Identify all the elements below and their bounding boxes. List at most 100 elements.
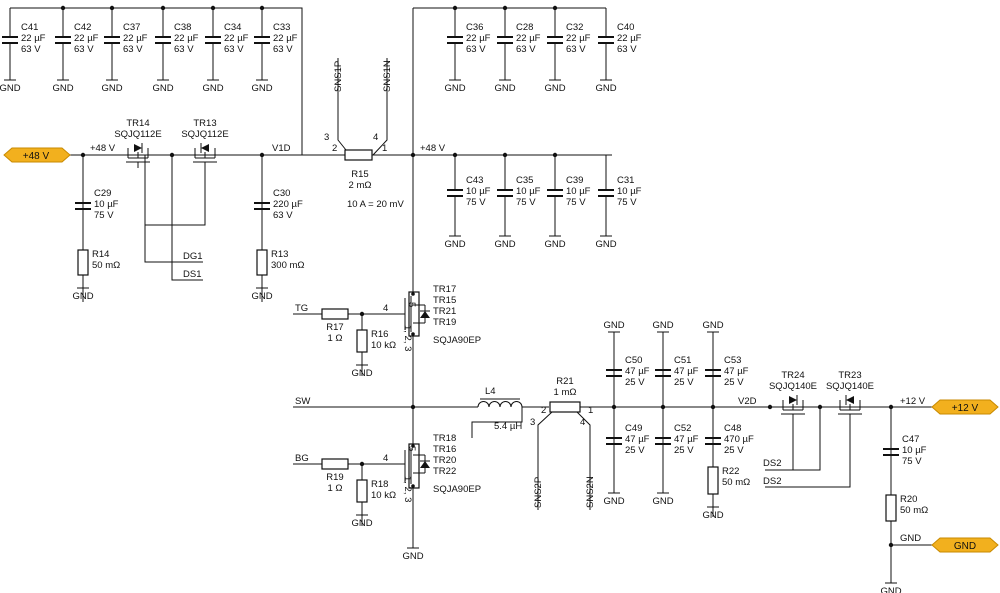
resistor-value: 2 mΩ xyxy=(349,180,372,191)
ground-symbol: GND xyxy=(652,487,674,507)
resistor-value: 300 mΩ xyxy=(271,260,305,271)
net-label-ds2-b: DS2 xyxy=(763,476,781,487)
capacitor-value: 22 µF xyxy=(466,33,491,44)
resistor-value: 10 kΩ xyxy=(371,490,396,501)
ground-label: GND xyxy=(101,83,122,94)
input-port-label: +48 V xyxy=(23,151,50,162)
ground-symbol: GND xyxy=(52,74,74,94)
ground-label: GND xyxy=(595,83,616,94)
pin-r15-4: 4 xyxy=(373,132,378,143)
resistor-value: 1 mΩ xyxy=(554,387,577,398)
resistor-name: R14 xyxy=(92,249,109,260)
ground-symbol: GND xyxy=(603,487,625,507)
capacitor-value: 47 µF xyxy=(674,366,699,377)
capacitor-voltage: 25 V xyxy=(625,377,645,388)
pin-r15-2: 2 xyxy=(332,143,337,154)
inductor-l4: L4 5.4 µH xyxy=(477,386,523,432)
capacitor-value: 22 µF xyxy=(174,33,199,44)
capacitor-voltage: 63 V xyxy=(174,44,194,55)
ground-label: GND xyxy=(251,83,272,94)
hs-fet-name-2: TR15 xyxy=(433,295,456,306)
ls-fet-name-3: TR20 xyxy=(433,455,456,466)
capacitor-value: 10 µF xyxy=(566,186,591,197)
ground-symbol: GND xyxy=(351,359,373,379)
resistor-name: R19 xyxy=(326,472,343,483)
ground-symbol: GND xyxy=(251,282,273,302)
capacitor-voltage: 25 V xyxy=(674,377,694,388)
wiring xyxy=(10,7,932,583)
mosfet-part: SQJQ112E xyxy=(181,129,228,140)
hs-fet-name-3: TR21 xyxy=(433,306,456,317)
capacitor-value: 22 µF xyxy=(566,33,591,44)
ground-label: GND xyxy=(152,83,173,94)
inductor-name: L4 xyxy=(485,386,496,397)
capacitor-voltage: 75 V xyxy=(617,197,637,208)
ground-symbol: GND xyxy=(880,577,902,593)
ground-label: GND xyxy=(603,320,624,331)
net-label-tg: TG xyxy=(295,303,308,314)
resistor-value: 10 kΩ xyxy=(371,340,396,351)
net-label-dg1: DG1 xyxy=(183,251,203,262)
net-label-v1d: V1D xyxy=(272,143,291,154)
net-label-48v-right: +48 V xyxy=(420,143,446,154)
capacitor-value: 470 µF xyxy=(724,434,754,445)
highside-fet-labels: TR17 TR15 TR21 TR19 SQJA90EP xyxy=(433,284,481,346)
net-label-sns2n: SNS2N xyxy=(585,476,596,508)
ground-label: GND xyxy=(351,518,372,529)
net-label-sns1n: SNS1N xyxy=(382,60,393,92)
ground-symbol: GND xyxy=(351,509,373,529)
capacitor-name: C31 xyxy=(617,175,634,186)
pin-r21-1: 1 xyxy=(588,405,593,416)
ground-label: GND xyxy=(702,510,723,521)
capacitor-name: C43 xyxy=(466,175,483,186)
lowside-mosfet xyxy=(398,443,430,489)
capacitor-value: 22 µF xyxy=(74,33,99,44)
mosfet-name: TR24 xyxy=(781,370,804,381)
capacitor-name: C34 xyxy=(224,22,241,33)
ground-symbol-top: GND xyxy=(702,320,724,333)
ground-label: GND xyxy=(52,83,73,94)
capacitor-value: 47 µF xyxy=(625,434,650,445)
capacitor-voltage: 75 V xyxy=(516,197,536,208)
resistor-value: 1 Ω xyxy=(327,333,342,344)
capacitor-voltage: 63 V xyxy=(273,44,293,55)
capacitor-voltage: 63 V xyxy=(466,44,486,55)
net-label-12v: +12 V xyxy=(900,396,926,407)
resistor-name: R15 xyxy=(351,169,368,180)
resistor-value: 50 mΩ xyxy=(900,505,928,516)
highside-mosfet xyxy=(398,291,430,337)
ls-fet-name-4: TR22 xyxy=(433,466,456,477)
capacitor-value: 47 µF xyxy=(724,366,749,377)
capacitor-voltage: 25 V xyxy=(724,377,744,388)
ground-label: GND xyxy=(544,239,565,250)
ground-symbol: GND xyxy=(202,74,224,94)
ground-label: GND xyxy=(72,291,93,302)
mosfet-name: TR23 xyxy=(838,370,861,381)
ground-symbol: GND xyxy=(72,282,94,302)
capacitor-name: C29 xyxy=(94,188,111,199)
capacitor-value: 47 µF xyxy=(674,434,699,445)
annotation-shunt: 10 A = 20 mV xyxy=(347,199,404,210)
capacitor-value: 10 µF xyxy=(516,186,541,197)
capacitor-voltage: 25 V xyxy=(724,445,744,456)
capacitor-name: C28 xyxy=(516,22,533,33)
capacitor-name: C47 xyxy=(902,434,919,445)
capacitor-value: 22 µF xyxy=(21,33,46,44)
capacitor-voltage: 75 V xyxy=(902,456,922,467)
inductor-value: 5.4 µH xyxy=(494,421,522,432)
resistor-name: R17 xyxy=(326,322,343,333)
